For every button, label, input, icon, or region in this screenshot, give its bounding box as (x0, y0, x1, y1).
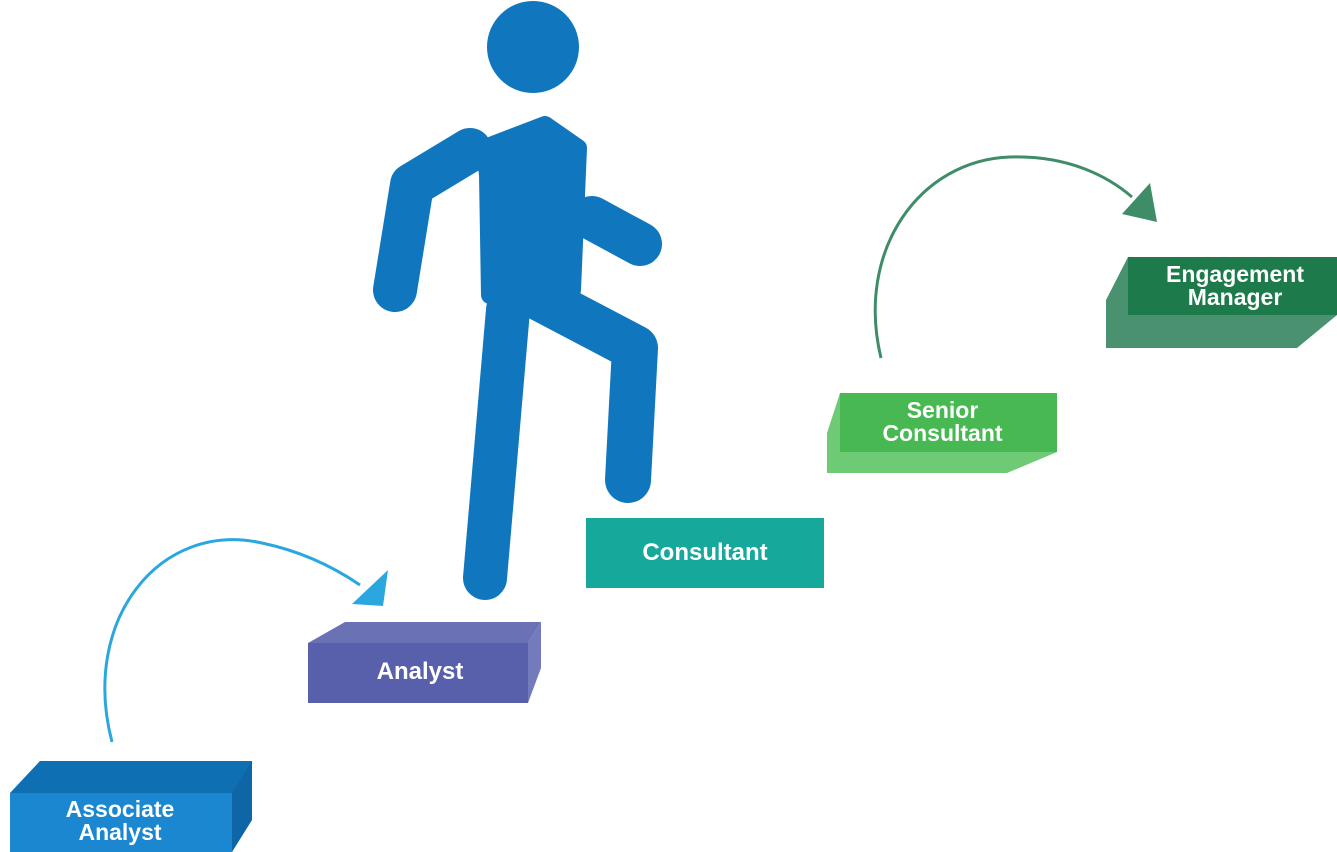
step-label-line: Associate (65, 796, 175, 822)
step-label-line: Senior (906, 397, 979, 423)
step-consultant-front (586, 518, 824, 588)
step-analyst-front (308, 643, 528, 703)
curved-arrow-icon (103, 538, 388, 743)
step-analyst-side (528, 622, 541, 703)
walking-person-icon (373, 1, 662, 600)
step-label-line: Engagement (1165, 261, 1305, 287)
step-engagement-front (1128, 257, 1337, 315)
step-label-senior-consultant: Senior Consultant (850, 396, 1035, 448)
step-senior-consultant-block (827, 393, 1057, 473)
step-consultant-block (586, 518, 824, 588)
step-label-line: Consultant (882, 420, 1003, 446)
step-label-analyst: Analyst (330, 655, 510, 689)
step-analyst-top (308, 622, 541, 643)
step-senior-front (840, 393, 1057, 452)
step-analyst-block (308, 622, 541, 703)
step-associate-analyst-block (10, 761, 252, 852)
step-label-associate-analyst: Associate Analyst (30, 795, 210, 847)
step-label-line: Analyst (78, 819, 162, 845)
step-label-engagement-manager: Engagement Manager (1135, 260, 1335, 312)
step-associate-side (232, 761, 252, 852)
step-label-line: Manager (1187, 284, 1283, 310)
step-label-consultant: Consultant (585, 536, 825, 570)
step-associate-front (10, 793, 232, 852)
step-label-line: Consultant (642, 539, 768, 566)
curved-arrow-icon (873, 155, 1157, 359)
step-label-line: Analyst (376, 658, 464, 685)
step-engagement-manager-block (1106, 257, 1337, 348)
